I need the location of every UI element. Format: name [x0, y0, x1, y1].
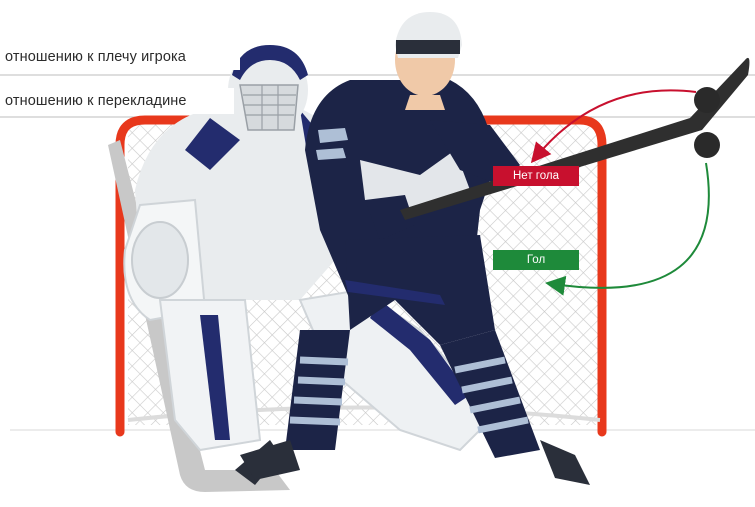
crossbar-line-label: отношению к перекладине: [5, 93, 187, 109]
no-goal-badge: Нет гола: [493, 166, 579, 186]
shoulder-line-label: отношению к плечу игрока: [5, 49, 186, 65]
puck-lower-icon: [694, 132, 720, 158]
puck-upper-icon: [694, 87, 720, 113]
goal-badge: Гол: [493, 250, 579, 270]
